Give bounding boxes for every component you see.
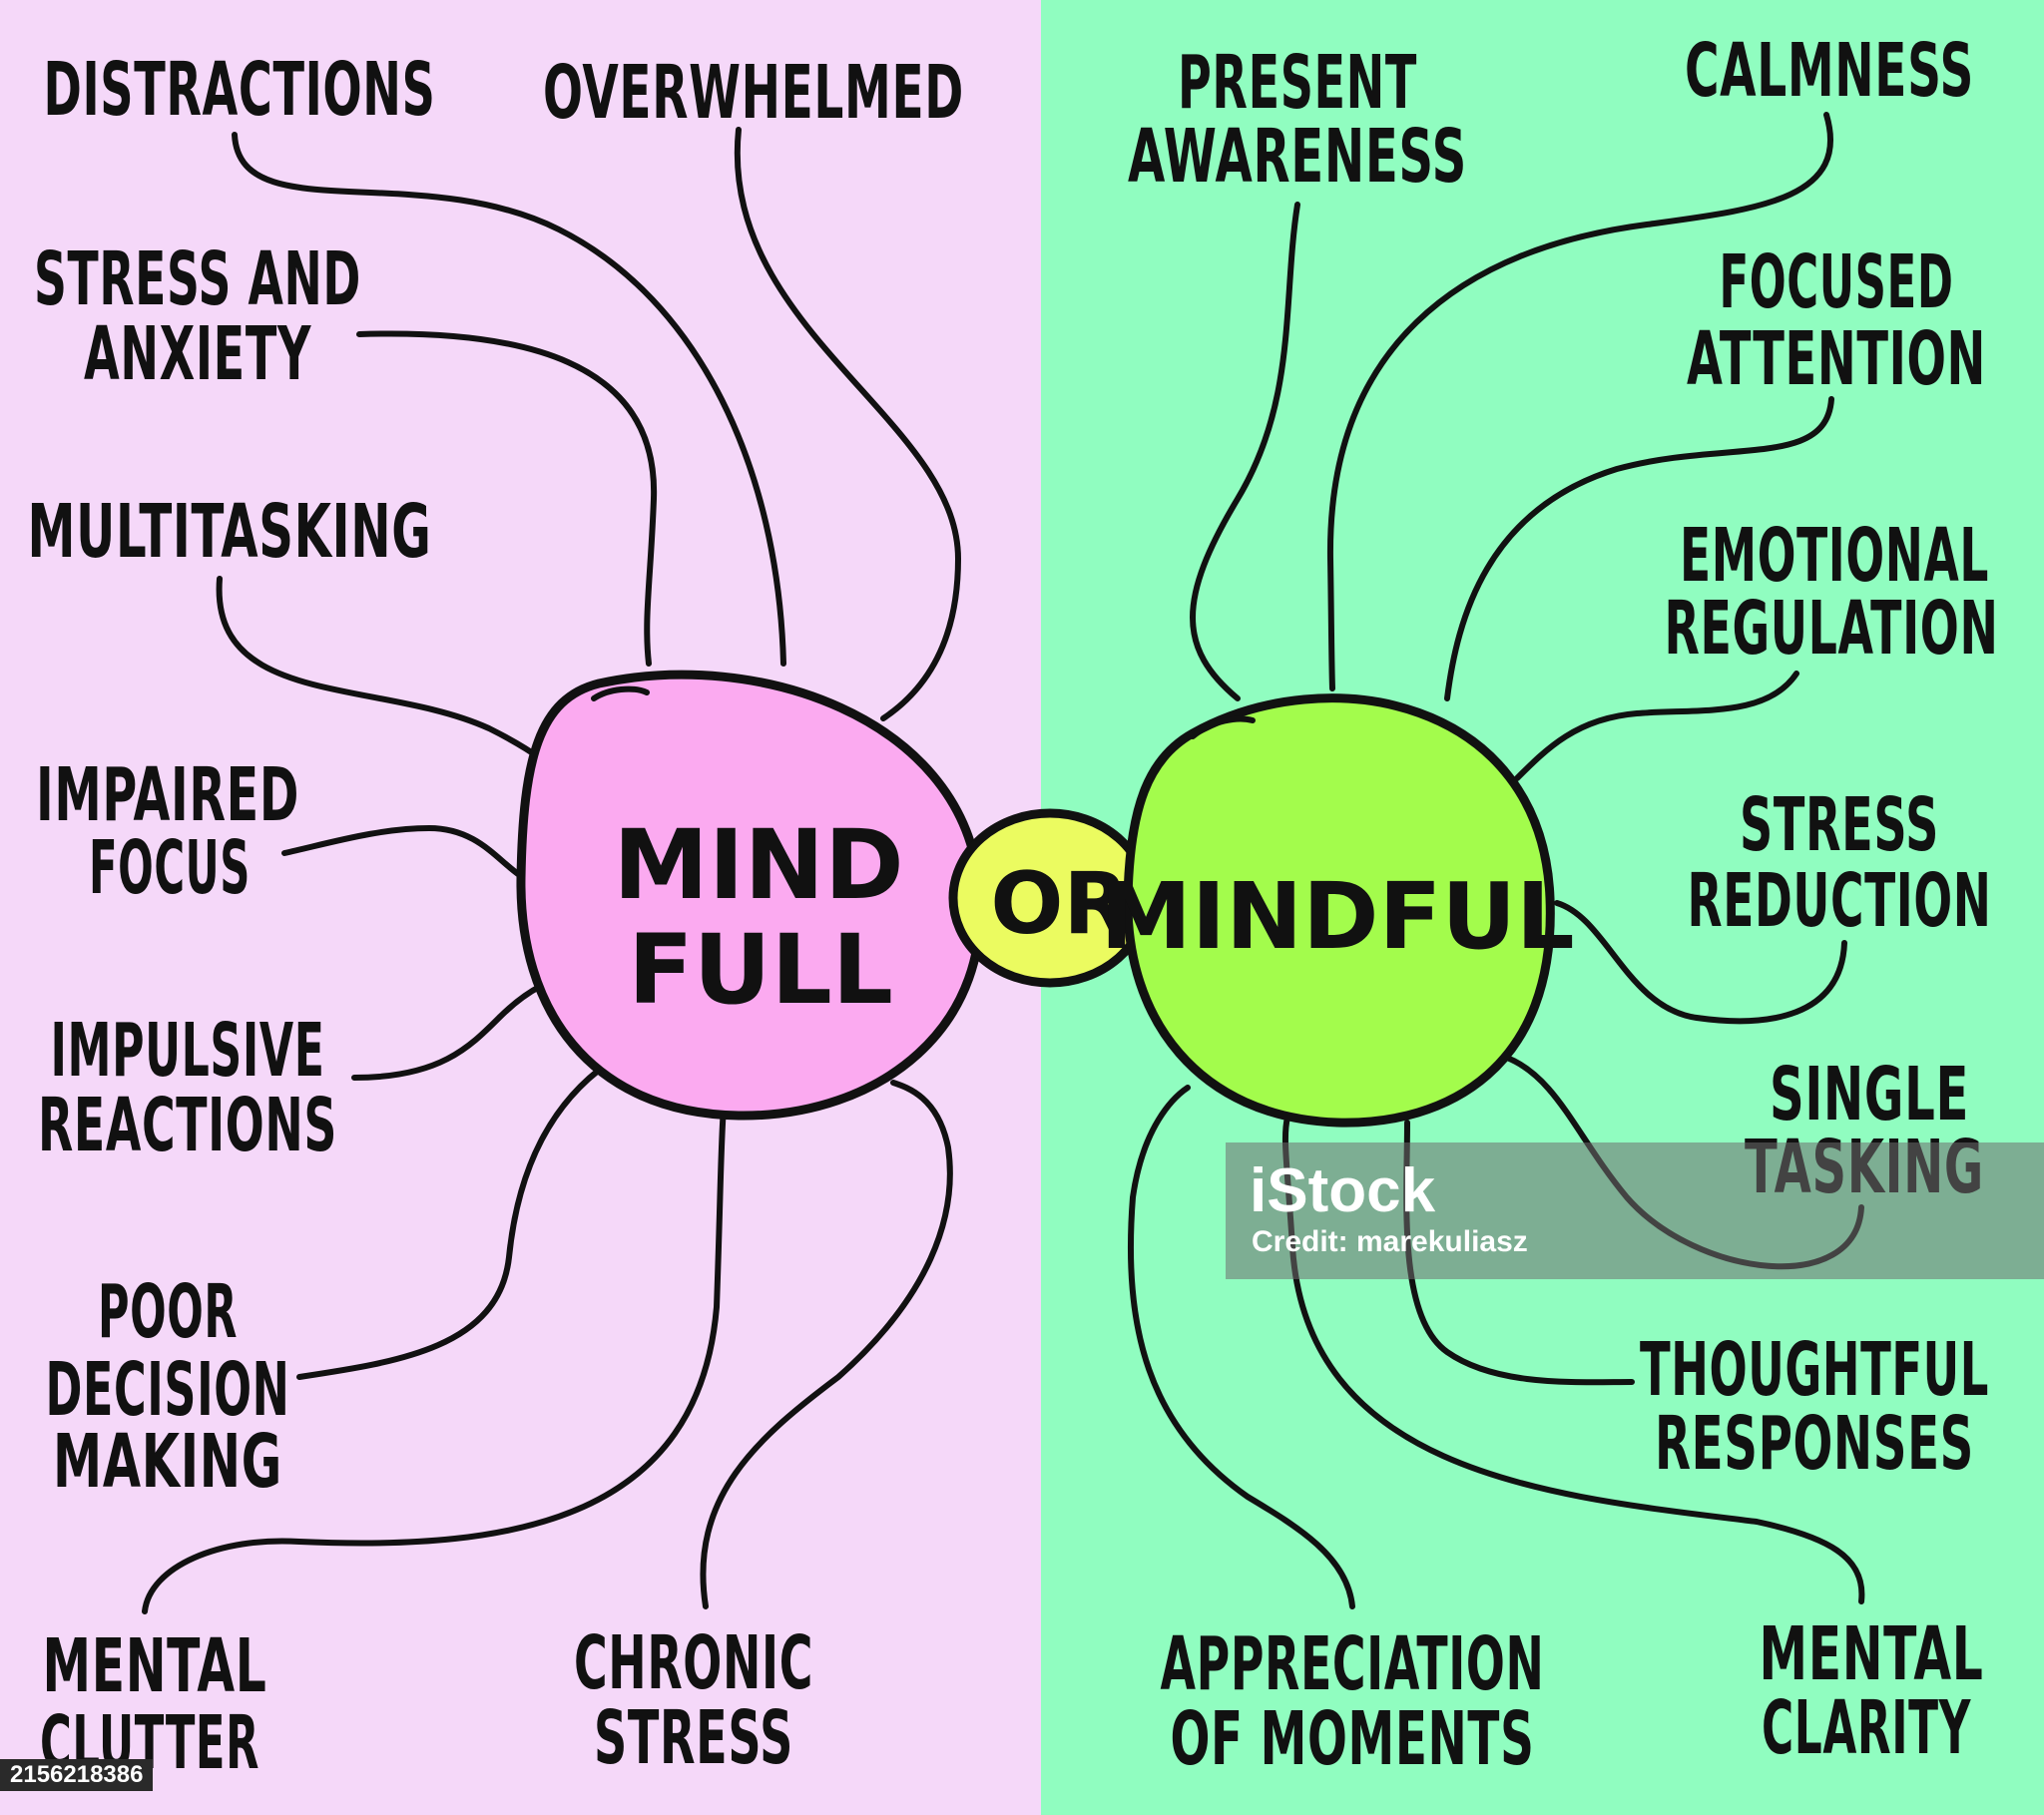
label-overwhelmed: OVERWHELMED xyxy=(543,50,964,136)
mindful-hub xyxy=(1123,693,1555,1128)
label-stress-and-anxiety-line-1: STRESS AND xyxy=(34,236,361,322)
branch-appreciation-of-moments xyxy=(1128,1085,1355,1609)
branch-emotional-regulation xyxy=(1514,671,1799,781)
or-connector-label: OR xyxy=(990,854,1129,954)
mind-full-label-line-2: FULL xyxy=(628,914,893,1026)
label-impaired-focus-line-2: FOCUS xyxy=(89,825,251,911)
label-poor-decision-making-line-1: POOR xyxy=(98,1269,238,1355)
branch-poor-decision-making xyxy=(296,1060,612,1380)
label-impaired-focus-line-1: IMPAIRED xyxy=(36,752,299,838)
label-mental-clarity-line-2: CLARITY xyxy=(1762,1685,1971,1771)
label-stress-reduction-line-1: STRESS xyxy=(1740,782,1939,868)
mindful-hub-accent xyxy=(1190,715,1256,739)
label-emotional-regulation-line-1: EMOTIONAL xyxy=(1680,513,1989,599)
label-chronic-stress-line-1: CHRONIC xyxy=(574,1620,813,1706)
label-appreciation-of-moments-line-2: OF MOMENTS xyxy=(1171,1696,1535,1782)
watermark-banner xyxy=(1226,1142,2044,1279)
istock-logo: iStock xyxy=(1250,1156,1436,1225)
label-mental-clarity-line-1: MENTAL xyxy=(1760,1611,1984,1697)
mind-full-hub xyxy=(516,670,985,1121)
branch-chronic-stress xyxy=(700,1080,953,1609)
label-poor-decision-making-line-2: DECISION xyxy=(46,1347,290,1433)
label-present-awareness-line-2: AWARENESS xyxy=(1128,114,1467,200)
label-single-tasking-line-1: SINGLE xyxy=(1770,1052,1969,1137)
label-stress-and-anxiety-line-2: ANXIETY xyxy=(84,311,311,397)
label-mental-clutter-line-1: MENTAL xyxy=(43,1623,267,1709)
label-impulsive-reactions-line-2: REACTIONS xyxy=(38,1083,337,1168)
label-thoughtful-responses-line-2: RESPONSES xyxy=(1655,1401,1974,1487)
label-thoughtful-responses-line-1: THOUGHTFUL xyxy=(1640,1327,1989,1413)
branch-calmness xyxy=(1326,112,1834,691)
label-appreciation-of-moments-line-1: APPRECIATION xyxy=(1161,1621,1545,1707)
branch-stress-reduction xyxy=(1554,900,1847,1025)
label-focused-attention-line-1: FOCUSED xyxy=(1720,239,1954,325)
branch-focused-attention xyxy=(1444,396,1834,701)
mind-full-hub-accent xyxy=(591,685,650,701)
label-present-awareness-line-1: PRESENT xyxy=(1178,40,1417,126)
label-poor-decision-making-line-3: MAKING xyxy=(53,1419,282,1505)
branch-present-awareness xyxy=(1190,202,1300,701)
label-impulsive-reactions-line-1: IMPULSIVE xyxy=(51,1008,325,1094)
label-emotional-regulation-line-2: REGULATION xyxy=(1665,586,1999,672)
stock-image-id: 2156218386 xyxy=(0,1759,154,1791)
branch-overwhelmed xyxy=(734,127,962,721)
label-focused-attention-line-2: ATTENTION xyxy=(1687,316,1986,402)
branch-stress-and-anxiety xyxy=(356,330,658,667)
watermark-credit: Credit: marekuliasz xyxy=(1252,1225,1528,1258)
label-stress-reduction-line-2: REDUCTION xyxy=(1688,858,1992,944)
label-distractions: DISTRACTIONS xyxy=(44,47,436,133)
branch-mental-clutter xyxy=(142,1105,727,1614)
branch-impaired-focus xyxy=(281,824,527,881)
label-calmness: CALMNESS xyxy=(1685,28,1974,114)
label-chronic-stress-line-2: STRESS xyxy=(594,1695,793,1781)
mindful-label: MINDFUL xyxy=(1100,863,1574,970)
label-multitasking: MULTITASKING xyxy=(28,489,432,575)
mind-full-label-line-1: MIND xyxy=(613,809,903,921)
branch-distractions xyxy=(232,132,786,667)
